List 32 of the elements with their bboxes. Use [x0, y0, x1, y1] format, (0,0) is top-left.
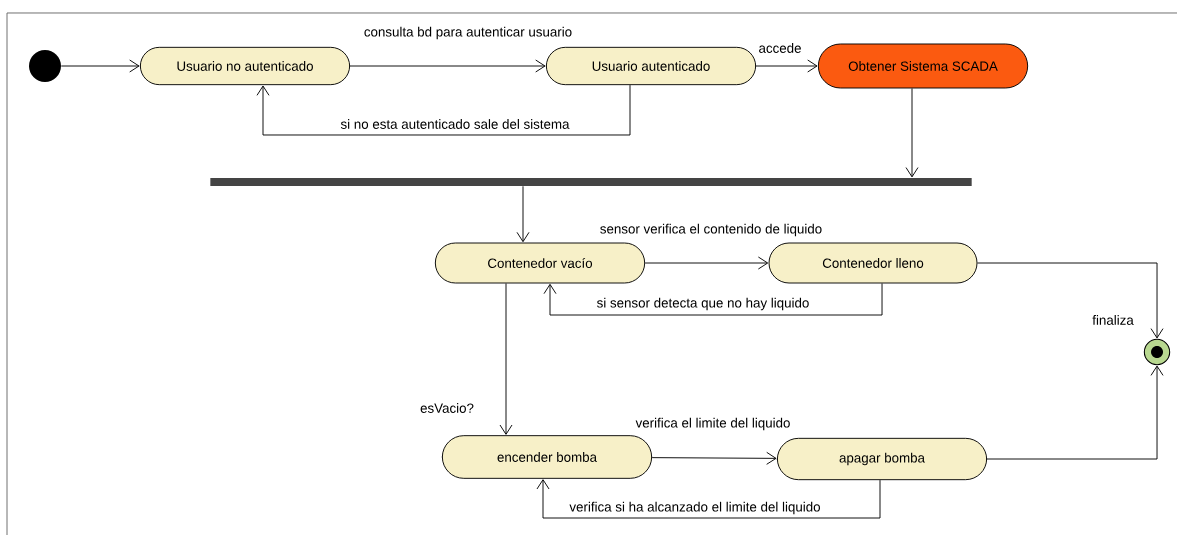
arrow — [256, 84, 631, 136]
arrow — [499, 283, 513, 435]
edge-label: esVacio? — [418, 401, 476, 415]
activity-box: encender bomba — [441, 435, 653, 479]
arrow — [516, 185, 530, 243]
arrow — [543, 283, 883, 316]
activity-box: Usuario autenticado — [545, 46, 757, 86]
arrow — [651, 451, 777, 465]
final-node — [1143, 338, 1171, 366]
edge-label: verifica el limite del liquido — [634, 416, 792, 432]
activity-box: Contenedor vacío — [434, 242, 646, 284]
edge-label: si no esta autenticado sale del sistema — [339, 117, 571, 131]
arrow — [905, 88, 919, 178]
fork-bar — [210, 178, 972, 186]
arrow — [755, 59, 818, 73]
arrow — [986, 365, 1164, 460]
arrow — [536, 479, 881, 519]
edge-label: si sensor detecta que no hay liquido — [595, 296, 811, 312]
activity-box: apagar bomba — [776, 437, 988, 481]
arrow — [977, 262, 1164, 339]
activity-box: Obtener Sistema SCADA — [817, 43, 1029, 89]
arrow — [60, 59, 140, 73]
initial-node — [29, 50, 61, 82]
arrow — [644, 256, 769, 270]
edge-label: finaliza — [1090, 313, 1136, 327]
edge-label: verifica si ha alcanzado el limite del liquido — [568, 500, 822, 516]
activity-box: Contenedor lleno — [768, 242, 978, 284]
edge-label: consulta bd para autenticar usuario — [362, 25, 574, 41]
arrow — [349, 59, 546, 73]
edge-label: sensor verifica el contenido de liquido — [598, 222, 824, 238]
activity-box: Usuario no autenticado — [139, 46, 351, 86]
edge-label: accede — [757, 41, 803, 55]
